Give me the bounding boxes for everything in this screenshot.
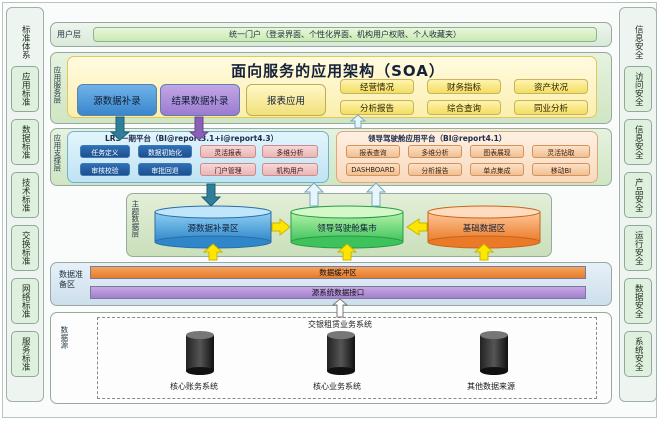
cockpit-report-query[interactable]: 报表查询 <box>346 145 400 158</box>
standard-data: 数据标准 <box>11 119 39 165</box>
mart-cylinder <box>290 205 404 249</box>
security-data: 数据安全 <box>624 278 652 324</box>
lrs-portal-mgmt[interactable]: 门户管理 <box>200 163 256 176</box>
standard-network: 网络标准 <box>11 278 39 324</box>
lrs-title: LRS一期平台（BI@report3.1+i@report4.3） <box>105 134 279 143</box>
standard-app: 应用标准 <box>11 66 39 112</box>
arrow-source-to-prep <box>331 298 349 318</box>
source-entry-button[interactable]: 源数据补录 <box>77 84 157 116</box>
arrow-base-to-mart <box>406 218 428 236</box>
arrow-source-to-mart <box>271 217 291 237</box>
app-finance-index[interactable]: 财务指标 <box>427 79 501 94</box>
cockpit-dashboard[interactable]: DASHBOARD <box>346 163 400 176</box>
standard-tech: 技术标准 <box>11 172 39 218</box>
arrow-prep-to-base <box>473 243 495 261</box>
data-prep-layer-label: 数据准备区 <box>59 270 83 290</box>
arrow-lrs-to-source-zone <box>200 183 222 207</box>
report-app-button[interactable]: 报表应用 <box>246 84 326 116</box>
source-interface: 源系统数据接口 <box>90 286 586 299</box>
arrow-mart-up-right <box>365 182 387 207</box>
security-system: 系统安全 <box>624 331 652 377</box>
topic-data-layer-label: 主题数据层 <box>130 200 140 238</box>
security-info: 信息安全 <box>624 119 652 165</box>
base-zone-label: 基础数据区 <box>462 224 506 234</box>
source-zone-label: 源数据补录区 <box>187 224 239 234</box>
security-title: 信息安全 <box>633 25 644 59</box>
cockpit-drill[interactable]: 灵活钻取 <box>532 145 590 158</box>
cockpit-analysis-report[interactable]: 分析报告 <box>408 163 462 176</box>
source-other: 其他数据来源 <box>467 382 515 391</box>
app-business-status[interactable]: 经营情况 <box>340 79 414 94</box>
app-analysis-report[interactable]: 分析报告 <box>340 100 414 115</box>
app-support-layer-label: 应用支撑层 <box>52 134 62 172</box>
arrow-prep-to-source <box>202 243 224 261</box>
user-layer-label: 用户层 <box>57 30 81 39</box>
base-zone-cylinder <box>427 205 541 249</box>
lrs-audit-check[interactable]: 审核校验 <box>80 163 130 176</box>
arrow-result-entry-down <box>188 116 210 141</box>
lrs-task-define[interactable]: 任务定义 <box>80 145 130 158</box>
cockpit-sso[interactable]: 单点集成 <box>470 163 524 176</box>
security-access: 访问安全 <box>624 66 652 112</box>
database-icon <box>186 331 214 375</box>
standard-service: 服务标准 <box>11 331 39 377</box>
source-core-accounting: 核心账务系统 <box>170 382 218 391</box>
lrs-org-user[interactable]: 机构用户 <box>262 163 318 176</box>
app-service-layer-label: 应用服务层 <box>52 66 62 104</box>
portal-bar: 统一门户（登录界面、个性化界面、机构用户权限、个人收藏夹） <box>93 27 597 42</box>
app-peer-analysis[interactable]: 同业分析 <box>514 100 588 115</box>
cockpit-multidim[interactable]: 多维分析 <box>408 145 462 158</box>
arrow-cockpit-up <box>349 114 367 129</box>
data-source-box <box>97 317 597 399</box>
cockpit-mobile-bi[interactable]: 移动BI <box>532 163 590 176</box>
cockpit-chart-show[interactable]: 图表展现 <box>470 145 524 158</box>
database-icon <box>327 331 355 375</box>
app-comprehensive-query[interactable]: 综合查询 <box>427 100 501 115</box>
result-entry-button[interactable]: 结果数据补录 <box>160 84 240 116</box>
security-column: 信息安全 访问安全 信息安全 产品安全 运行安全 数据安全 系统安全 <box>619 7 657 402</box>
cockpit-title: 领导驾驶舱应用平台（BI@report4.1） <box>368 134 507 143</box>
lrs-data-init[interactable]: 数据初始化 <box>138 145 192 158</box>
standards-column: 标准体系 应用标准 数据标准 技术标准 交换标准 网络标准 服务标准 <box>6 7 44 402</box>
buffer-zone: 数据缓冲区 <box>90 266 586 279</box>
standard-exchange: 交换标准 <box>11 225 39 271</box>
source-core-business: 核心业务系统 <box>313 382 361 391</box>
security-product: 产品安全 <box>624 172 652 218</box>
arrow-prep-to-mart <box>336 243 358 261</box>
data-source-layer-label: 数据源 <box>59 326 69 349</box>
soa-title: 面向服务的应用架构（SOA） <box>231 61 445 80</box>
arrow-mart-up-left <box>303 182 325 207</box>
database-icon <box>480 331 508 375</box>
lrs-flex-report[interactable]: 灵活报表 <box>200 145 256 158</box>
mart-label: 领导驾驶舱集市 <box>317 224 377 234</box>
app-asset-status[interactable]: 资产状况 <box>514 79 588 94</box>
standards-title: 标准体系 <box>20 25 31 59</box>
arrow-source-entry-down <box>109 116 131 141</box>
data-source-title: 交银租赁业务系统 <box>308 320 372 329</box>
security-operation: 运行安全 <box>624 225 652 271</box>
lrs-approve-rollback[interactable]: 审批回退 <box>138 163 192 176</box>
lrs-multidim[interactable]: 多维分析 <box>262 145 318 158</box>
